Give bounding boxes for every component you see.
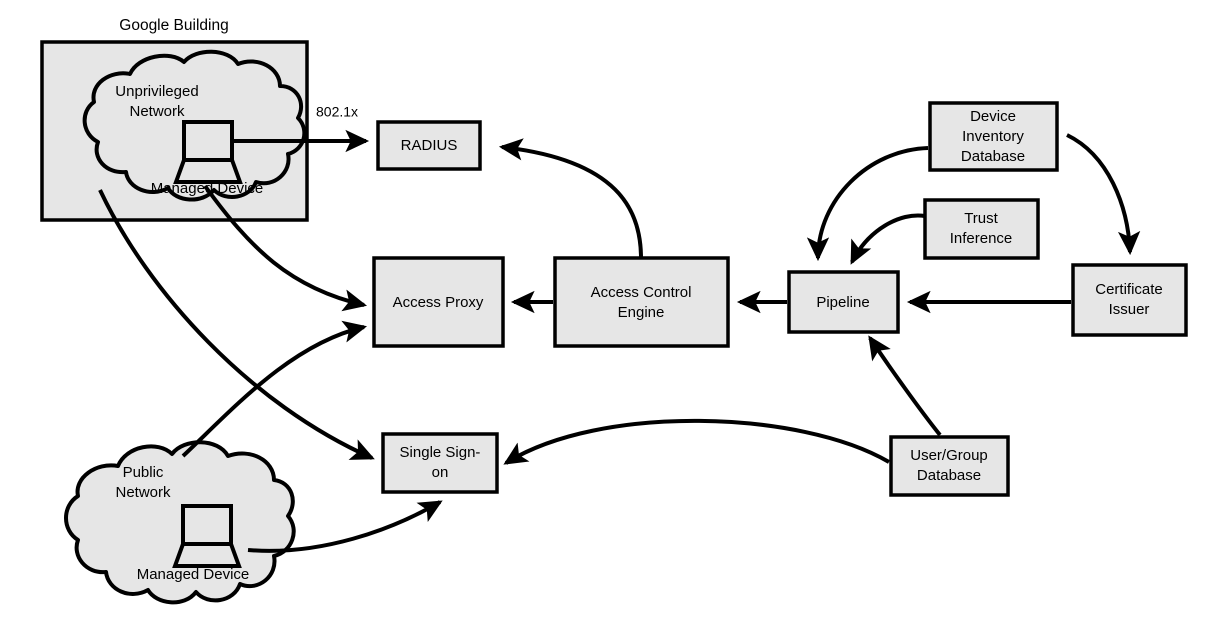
edge-public-to-access-proxy xyxy=(181,320,368,458)
node-certificate-issuer-label-line1: Certificate xyxy=(1095,281,1163,298)
edge-device-inventory-to-certificate-issuer xyxy=(1066,133,1141,256)
node-user-group-database-label-line2: Database xyxy=(917,467,981,484)
edge-user-group-to-pipeline xyxy=(868,335,942,437)
node-device-inventory-database[interactable]: Device Inventory Database xyxy=(928,101,1059,172)
public-network-device-label: Managed Device xyxy=(137,566,250,583)
edge-user-group-to-single-sign-on xyxy=(503,418,891,465)
google-building-title: Google Building xyxy=(119,17,228,34)
edge-trust-inference-to-pipeline xyxy=(850,213,926,265)
unprivileged-network-label-line1: Unprivileged xyxy=(115,83,198,100)
edge-ace-to-radius xyxy=(498,138,643,259)
node-pipeline-label: Pipeline xyxy=(816,294,869,311)
unprivileged-network-label-line2: Network xyxy=(129,103,185,120)
edge-public-to-single-sign-on xyxy=(247,500,443,553)
node-radius-label: RADIUS xyxy=(401,137,458,154)
unprivileged-network-cloud: Unprivileged Network Managed Device xyxy=(82,49,307,202)
node-pipeline[interactable]: Pipeline xyxy=(787,270,900,334)
laptop-icon xyxy=(172,504,242,568)
edge-label-802-1x: 802.1x xyxy=(316,104,358,120)
node-single-sign-on[interactable]: Single Sign- on xyxy=(381,432,499,494)
node-access-proxy-label: Access Proxy xyxy=(393,294,484,311)
node-device-inventory-label-line3: Database xyxy=(961,148,1025,165)
node-access-control-engine-label-line1: Access Control xyxy=(591,284,692,301)
node-user-group-database-label-line1: User/Group xyxy=(910,447,988,464)
node-trust-inference-label-line1: Trust xyxy=(964,210,998,227)
node-single-sign-on-label-line1: Single Sign- xyxy=(400,444,481,461)
node-single-sign-on-label-line2: on xyxy=(432,464,449,481)
public-network-label-line2: Network xyxy=(115,484,171,501)
edge-unprivileged-to-access-proxy xyxy=(203,184,368,312)
node-certificate-issuer[interactable]: Certificate Issuer xyxy=(1071,263,1188,337)
edge-device-inventory-to-pipeline xyxy=(806,146,929,262)
public-network-label-line1: Public xyxy=(123,464,164,481)
node-radius[interactable]: RADIUS xyxy=(376,120,482,171)
node-device-inventory-label-line1: Device xyxy=(970,108,1016,125)
node-trust-inference-label-line2: Inference xyxy=(950,230,1013,247)
laptop-icon xyxy=(173,120,243,184)
node-access-control-engine-label-line2: Engine xyxy=(618,304,665,321)
node-access-proxy[interactable]: Access Proxy xyxy=(372,256,505,348)
node-access-control-engine[interactable]: Access Control Engine xyxy=(553,256,730,348)
node-certificate-issuer-label-line2: Issuer xyxy=(1109,301,1150,318)
node-device-inventory-label-line2: Inventory xyxy=(962,128,1024,145)
edge-unprivileged-to-single-sign-on xyxy=(98,189,375,460)
node-trust-inference[interactable]: Trust Inference xyxy=(923,198,1040,260)
public-network-cloud: Public Network Managed Device xyxy=(64,440,296,605)
node-user-group-database[interactable]: User/Group Database xyxy=(889,435,1010,497)
